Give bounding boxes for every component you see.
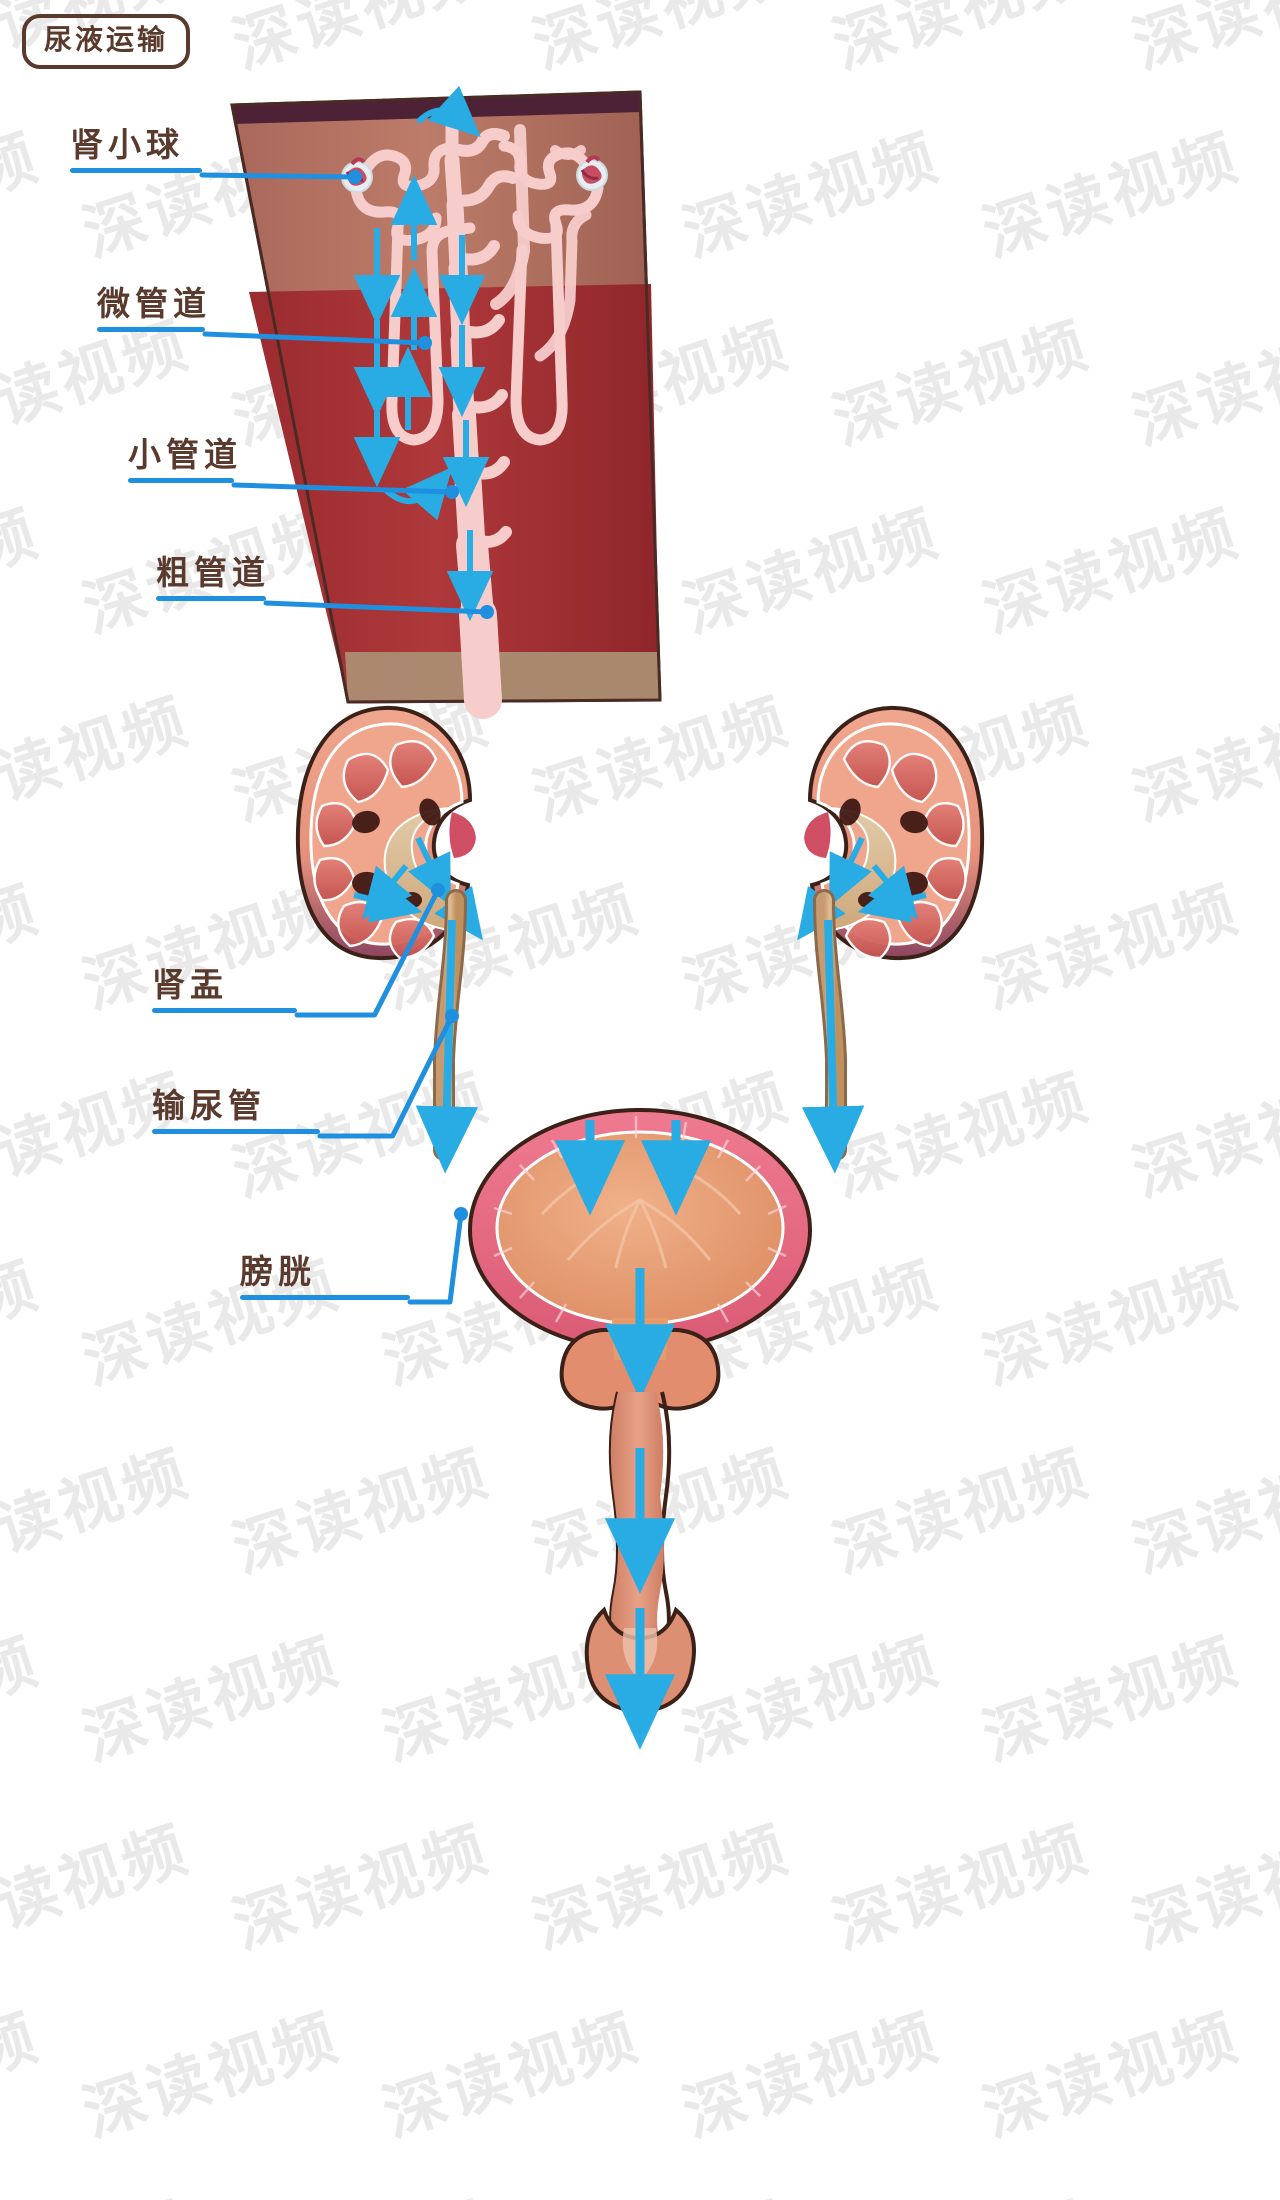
callout-rule-small-duct: [128, 478, 234, 483]
flow-arrows-nephron: [353, 85, 494, 622]
callout-rule-thick-duct: [156, 596, 266, 601]
callout-rule-microtubule: [97, 327, 205, 332]
callout-rule-bladder: [240, 1295, 410, 1300]
callout-bladder: 膀胱: [240, 1255, 410, 1300]
bladder-section: [468, 1108, 812, 1411]
callout-label-thick-duct: 粗管道: [156, 553, 270, 592]
glomerulus-right: [576, 155, 608, 191]
callout-label-ureter: 输尿管: [152, 1086, 266, 1125]
flow-arrows-ureter: [415, 919, 865, 1174]
flow-arrows-bladder: [554, 1120, 712, 1400]
callout-label-small-duct: 小管道: [128, 435, 242, 474]
callout-renal-pelvis: 肾盂: [152, 968, 297, 1013]
callout-label-glomerulus: 肾小球: [70, 125, 184, 164]
callout-label-renal-pelvis: 肾盂: [152, 965, 228, 1004]
callout-label-bladder: 膀胱: [240, 1252, 316, 1291]
callout-microtubule: 微管道: [97, 287, 211, 332]
callout-rule-ureter: [152, 1129, 320, 1134]
kidneys-section: [295, 705, 985, 961]
callout-glomerulus: 肾小球: [70, 128, 202, 173]
urethra-section: [584, 1391, 696, 1750]
callout-ureter: 输尿管: [152, 1089, 320, 1134]
callout-label-microtubule: 微管道: [97, 284, 211, 323]
nephron-wedge-section: [230, 85, 662, 719]
callout-thick-duct: 粗管道: [156, 556, 270, 601]
diagram-title-chip: 尿液运输: [22, 14, 191, 69]
callout-small-duct: 小管道: [128, 438, 242, 483]
callout-rule-glomerulus: [70, 168, 202, 173]
kidney-right: [804, 705, 985, 961]
callout-rule-renal-pelvis: [152, 1008, 297, 1013]
diagram-title: 尿液运输: [44, 23, 169, 56]
